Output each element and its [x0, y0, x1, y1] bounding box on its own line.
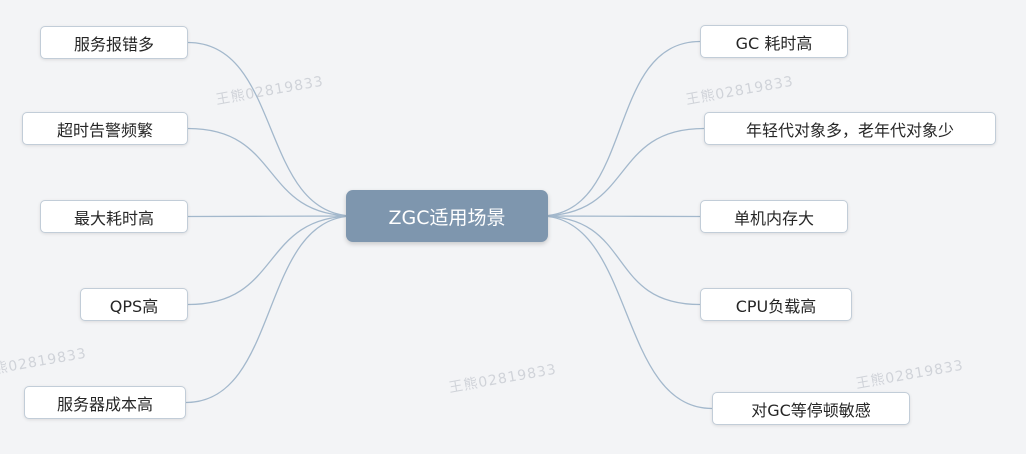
branch-curve	[539, 40, 701, 217]
node-label: 单机内存大	[733, 208, 814, 228]
node-right-3[interactable]: 单机内存大	[700, 200, 848, 233]
node-left-1[interactable]: 服务报错多	[40, 26, 188, 59]
central-topic-label: ZGC适用场景	[388, 206, 506, 229]
watermark-text: 王熊02819833	[214, 73, 325, 109]
node-label: QPS高	[109, 296, 159, 316]
node-label: 对GC等停顿敏感	[751, 400, 871, 420]
watermark-text: 王熊02819833	[0, 345, 88, 381]
watermark-text: 王熊02819833	[447, 361, 558, 397]
node-left-4[interactable]: QPS高	[80, 288, 188, 321]
central-topic-node[interactable]: ZGC适用场景	[346, 190, 548, 242]
node-right-1[interactable]: GC 耗时高	[700, 25, 848, 58]
watermark-text: 王熊02819833	[854, 357, 965, 393]
node-left-5[interactable]: 服务器成本高	[24, 386, 186, 419]
node-label: 超时告警频繁	[56, 120, 153, 140]
node-label: 最大耗时高	[73, 208, 154, 228]
node-right-5[interactable]: 对GC等停顿敏感	[712, 392, 910, 425]
node-label: GC 耗时高	[735, 33, 813, 53]
node-right-2[interactable]: 年轻代对象多，老年代对象少	[704, 112, 996, 145]
node-left-2[interactable]: 超时告警频繁	[22, 112, 188, 145]
branch-curve	[187, 215, 355, 306]
branch-curve	[539, 127, 705, 217]
branch-curve	[187, 215, 355, 218]
node-label: 服务器成本高	[56, 394, 153, 414]
node-label: CPU负载高	[735, 296, 817, 316]
branch-curve	[539, 215, 701, 218]
branch-curve	[185, 215, 355, 404]
node-label: 年轻代对象多，老年代对象少	[745, 120, 954, 140]
branch-curve	[539, 215, 701, 306]
node-left-3[interactable]: 最大耗时高	[40, 200, 188, 233]
branch-curve	[187, 127, 355, 217]
branch-curve	[187, 41, 355, 217]
node-right-4[interactable]: CPU负载高	[700, 288, 852, 321]
node-label: 服务报错多	[73, 34, 154, 54]
watermark-text: 王熊02819833	[684, 73, 795, 109]
branch-curve	[539, 215, 713, 410]
